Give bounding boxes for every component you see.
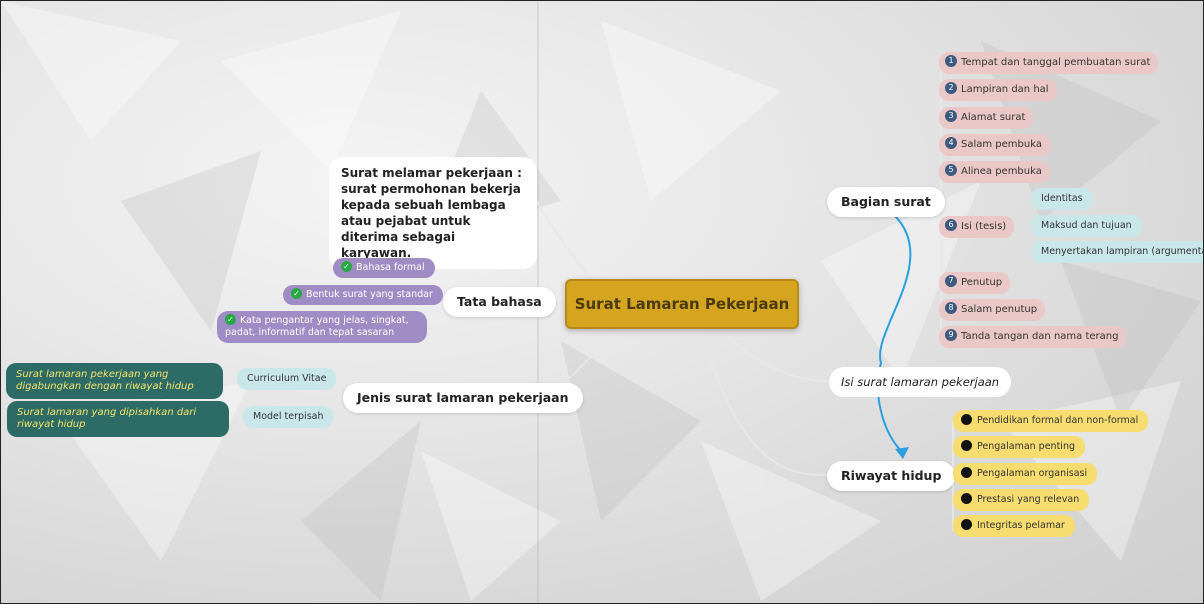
bullet-icon [961, 414, 972, 425]
type-description[interactable]: Surat lamaran yang dipisahkan dari riway… [7, 401, 229, 437]
link-root-riwayat [700, 328, 828, 476]
isi-sub-item[interactable]: Menyertakan lampiran (argumentasi) [1031, 241, 1203, 263]
isi-sub-item[interactable]: Maksud dan tujuan [1031, 215, 1142, 237]
check-icon: ✓ [341, 261, 352, 272]
tata-bahasa-item[interactable]: ✓Kata pengantar yang jelas, singkat, pad… [217, 311, 427, 343]
relationship-arrow [876, 214, 912, 454]
type-model-terpisah[interactable]: Model terpisah [243, 406, 334, 428]
type-description[interactable]: Surat lamaran pekerjaan yang digabungkan… [6, 363, 223, 399]
isi-sub-item[interactable]: Identitas [1031, 188, 1093, 210]
jenis-surat-topic[interactable]: Jenis surat lamaran pekerjaan [343, 383, 583, 413]
number-badge: 8 [945, 302, 957, 314]
riwayat-item[interactable]: Pengalaman organisasi [953, 463, 1098, 485]
arrow-head [895, 447, 909, 459]
number-badge: 5 [945, 164, 957, 176]
root-topic[interactable]: Surat Lamaran Pekerjaan [565, 279, 799, 329]
type-curriculum-vitae[interactable]: Curriculum Vitae [237, 368, 337, 390]
bullet-icon [961, 493, 972, 504]
link-root-bagian [700, 200, 828, 280]
number-badge: 4 [945, 137, 957, 149]
number-badge: 2 [945, 82, 957, 94]
riwayat-item[interactable]: Integritas pelamar [953, 515, 1075, 537]
number-badge: 9 [945, 329, 957, 341]
number-badge: 6 [945, 219, 957, 231]
isi-surat-topic[interactable]: Isi surat lamaran pekerjaan [829, 367, 1012, 397]
bullet-icon [961, 440, 972, 451]
tata-bahasa-topic[interactable]: Tata bahasa [443, 287, 556, 317]
number-badge: 1 [945, 55, 957, 67]
riwayat-item[interactable]: Pengalaman penting [953, 436, 1085, 458]
link-root-isi [720, 328, 830, 382]
tata-bahasa-item[interactable]: ✓Bahasa formal [333, 258, 435, 278]
riwayat-hidup-topic[interactable]: Riwayat hidup [827, 461, 956, 491]
number-badge: 7 [945, 275, 957, 287]
check-icon: ✓ [225, 314, 236, 325]
tata-bahasa-item[interactable]: ✓Bentuk surat yang standar [283, 285, 443, 305]
bagian-surat-topic[interactable]: Bagian surat [827, 187, 945, 217]
riwayat-item[interactable]: Prestasi yang relevan [953, 489, 1090, 511]
check-icon: ✓ [291, 288, 302, 299]
bullet-icon [961, 519, 972, 530]
bullet-icon [961, 467, 972, 478]
riwayat-item[interactable]: Pendidikan formal dan non-formal [953, 410, 1149, 432]
number-badge: 3 [945, 110, 957, 122]
link-root-note [536, 200, 592, 280]
definition-note[interactable]: Surat melamar pekerjaan : surat permohon… [329, 157, 537, 269]
